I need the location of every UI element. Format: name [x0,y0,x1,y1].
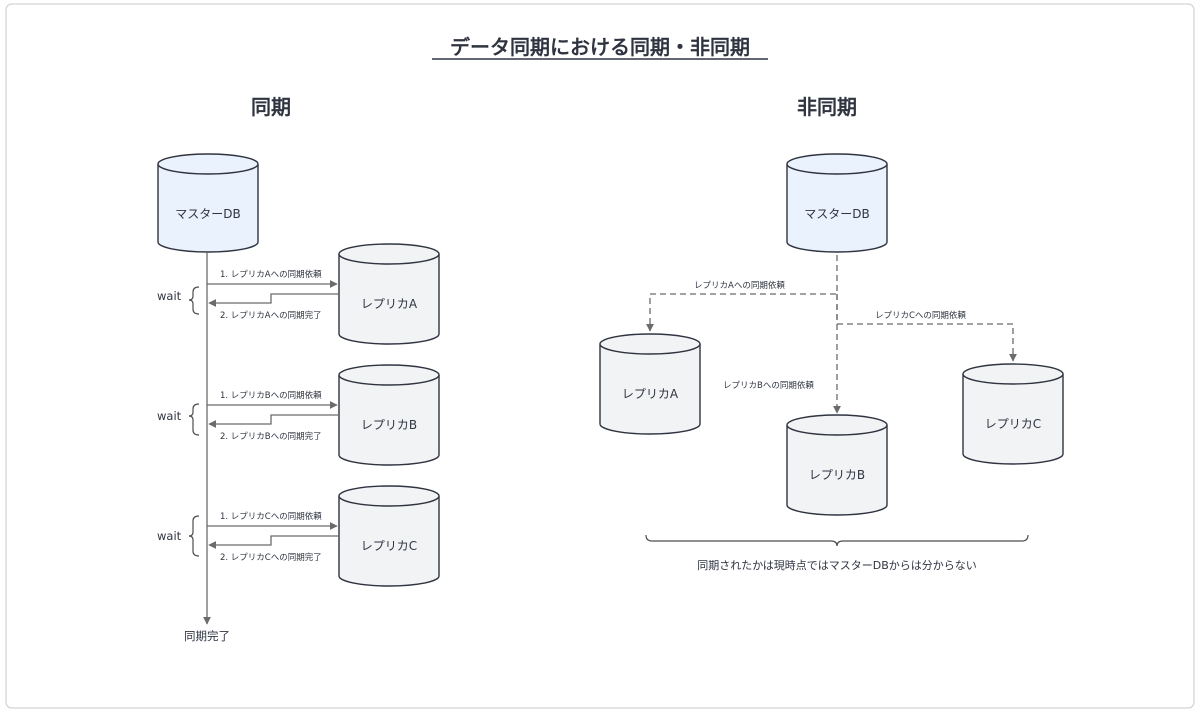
sync-replica-c-label: レプリカC [361,539,417,553]
sync-replica-b: レプリカB [338,364,440,466]
async-master-label: マスターDB [804,207,869,221]
sync-completion-label: 同期完了 [184,629,230,643]
sync-master-label: マスターDB [175,207,240,221]
sync-wait-c-label: wait [157,529,182,543]
async-request-a-arrow [646,255,838,332]
sync-request-b-label: 1. レプリカBへの同期依頼 [220,390,322,401]
sync-master-db: マスターDB [157,153,259,253]
sync-request-a-label: 1. レプリカAへの同期依頼 [220,269,322,280]
async-request-c-label: レプリカCへの同期依頼 [875,310,966,321]
sync-wait-a-label: wait [157,289,182,303]
sync-wait-a-brace [188,286,200,315]
async-replica-c-label: レプリカC [985,417,1041,431]
sync-done-b-arrow [208,414,339,428]
async-request-a-label: レプリカAへの同期依頼 [694,280,785,291]
sync-request-c-label: 1. レプリカCへの同期依頼 [220,511,322,522]
async-note: 同期されたかは現時点ではマスターDBからは分からない [697,559,977,572]
async-master-db: マスターDB [786,153,888,253]
async-request-c-arrow [836,294,1017,362]
sync-wait-c-brace [188,515,200,557]
sync-done-a-arrow [208,293,339,307]
async-bottom-brace [645,534,1029,547]
async-replica-b: レプリカB [786,414,888,516]
diagram-title: データ同期における同期・非同期 [450,35,750,59]
async-replica-a: レプリカA [599,333,701,435]
async-replica-a-label: レプリカA [622,387,679,401]
async-replica-c: レプリカC [962,363,1064,465]
sync-wait-b-label: wait [157,409,182,423]
sync-replica-b-label: レプリカB [361,418,417,432]
async-heading: 非同期 [797,95,857,119]
sync-heading: 同期 [251,95,291,119]
sync-done-c-arrow [208,535,339,549]
sync-replica-a: レプリカA [338,243,440,345]
async-replica-b-label: レプリカB [809,468,865,482]
sync-wait-b-brace [188,403,200,436]
sync-replica-a-label: レプリカA [361,297,418,311]
sync-replica-c: レプリカC [338,485,440,587]
sync-done-a-label: 2. レプリカAへの同期完了 [220,310,322,321]
sync-done-c-label: 2. レプリカCへの同期完了 [220,552,322,563]
sync-done-b-label: 2. レプリカBへの同期完了 [220,431,322,442]
async-request-b-label: レプリカBへの同期依頼 [723,380,814,391]
